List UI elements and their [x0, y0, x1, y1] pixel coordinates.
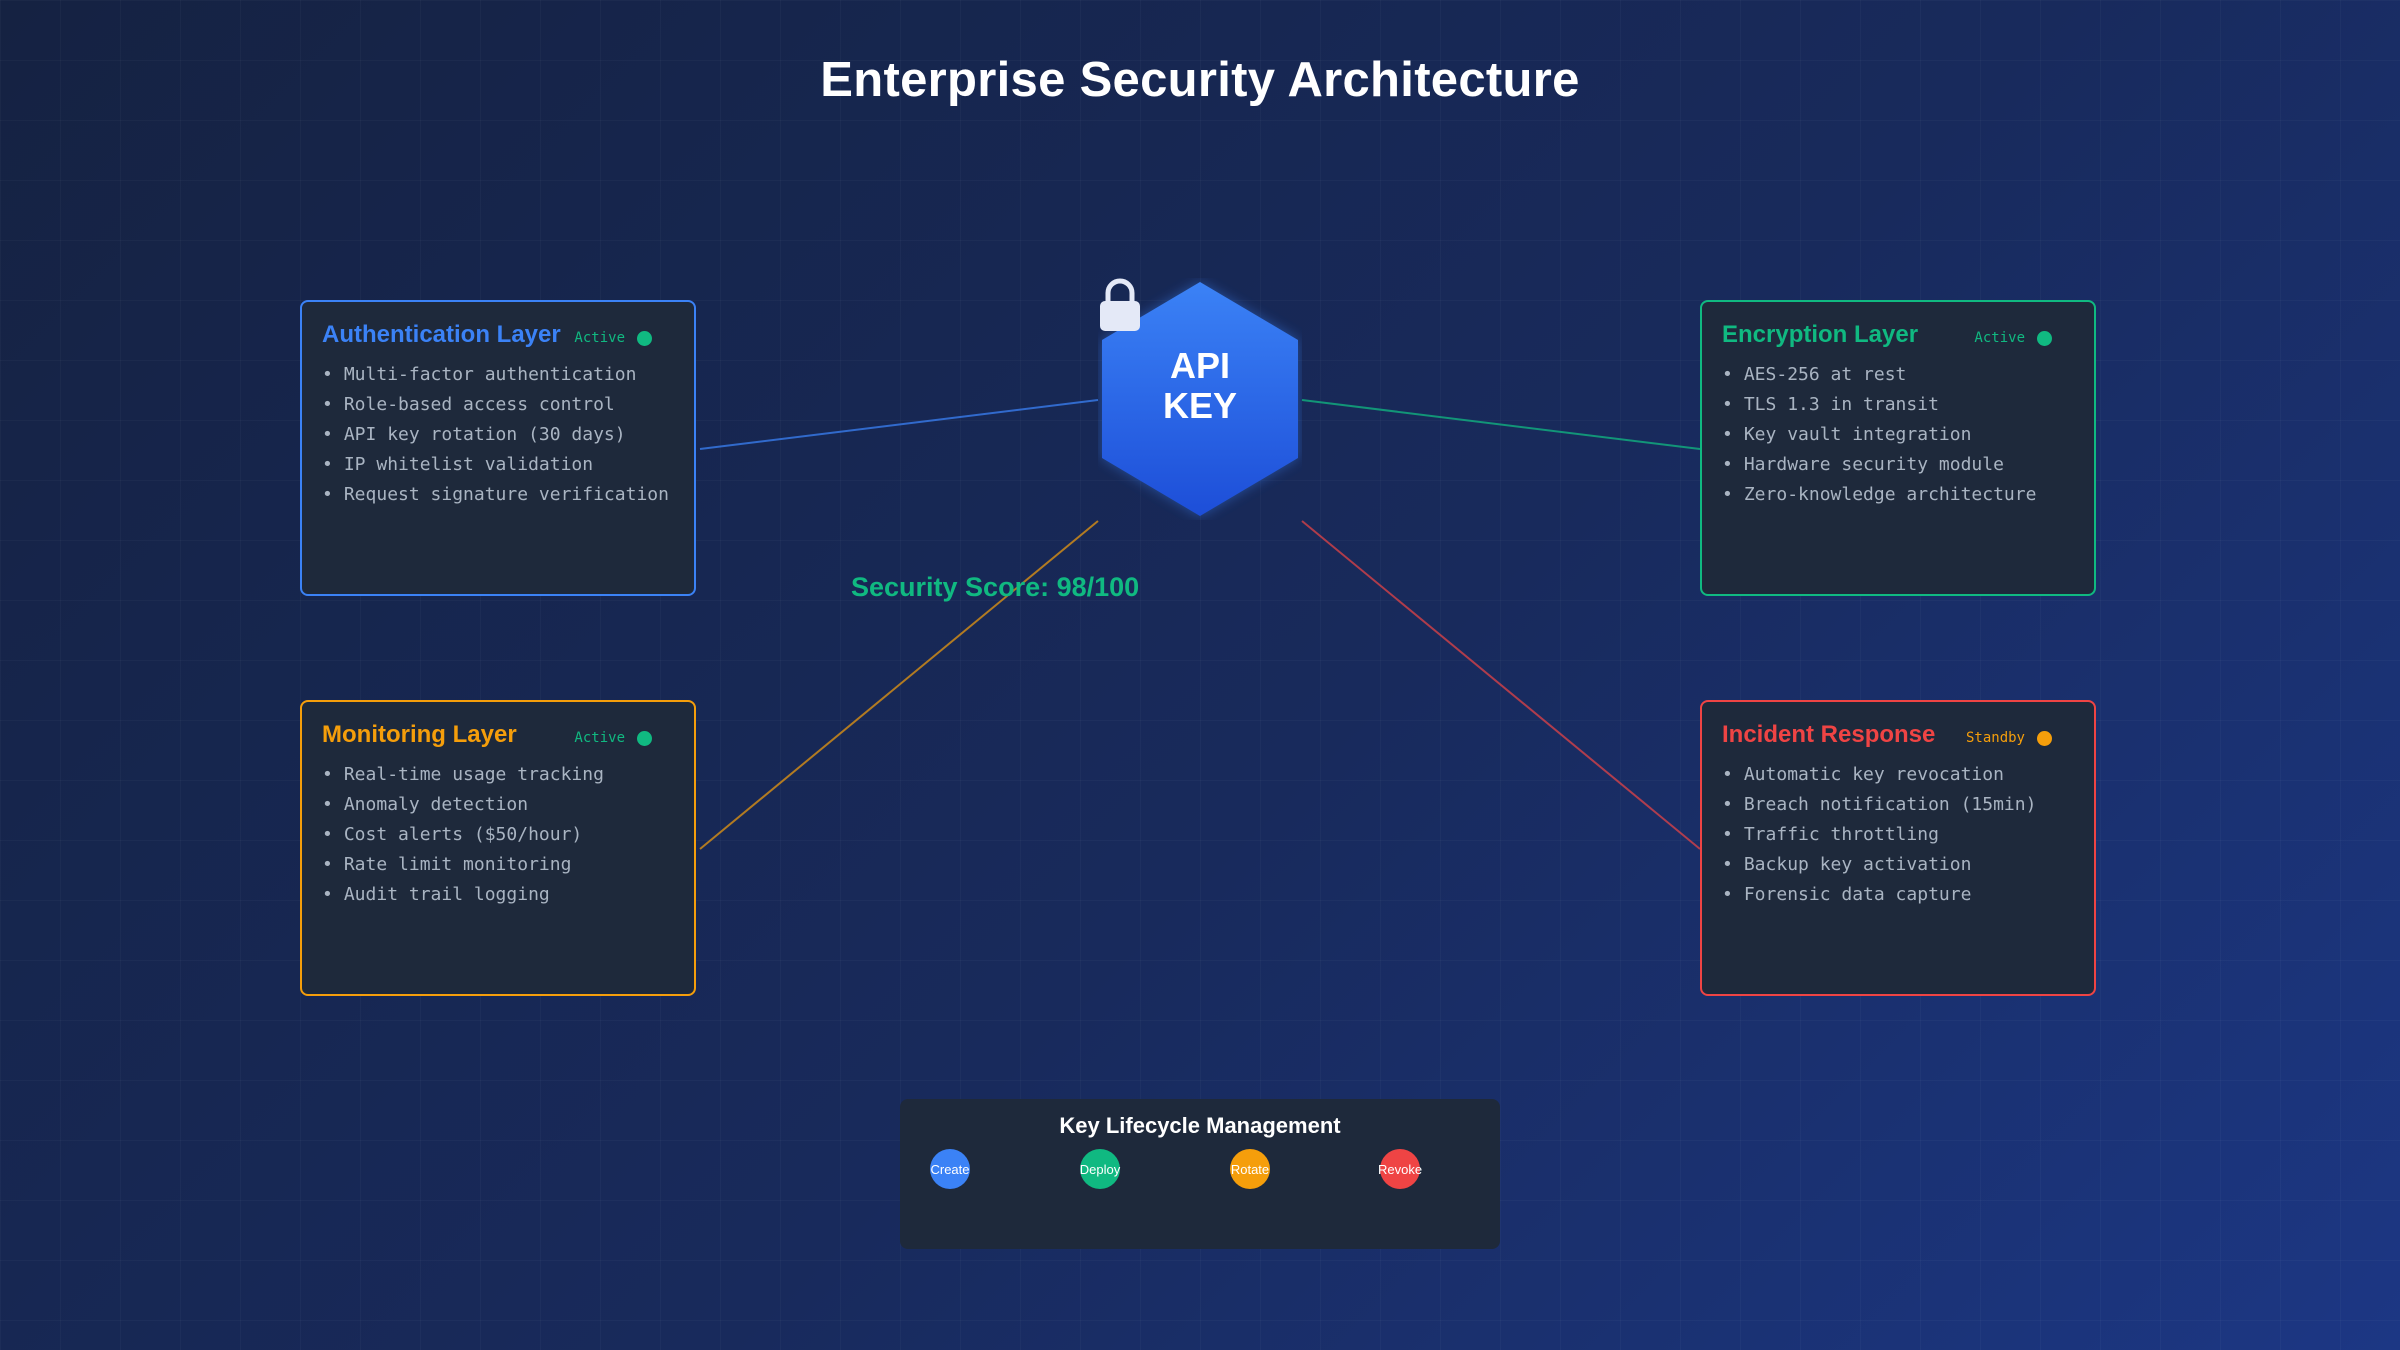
status-dot-icon	[637, 730, 652, 746]
list-item: Request signature verification	[322, 480, 674, 510]
list-item: IP whitelist validation	[322, 450, 674, 480]
lifecycle-title: Key Lifecycle Management	[1059, 1113, 1341, 1138]
list-item: Breach notification (15min)	[1722, 790, 2074, 820]
list-item: Backup key activation	[1722, 850, 2074, 880]
feature-list: AES-256 at rest TLS 1.3 in transit Key v…	[1722, 360, 2074, 510]
list-item: Cost alerts ($50/hour)	[322, 820, 674, 850]
list-item: Real-time usage tracking	[322, 760, 674, 790]
connector-authentication	[699, 399, 1099, 450]
status-label: Active	[1974, 330, 2025, 346]
list-item: Anomaly detection	[322, 790, 674, 820]
hexagon-shape	[1102, 282, 1298, 516]
lock-icon	[1100, 278, 1140, 331]
status-indicator: Active	[574, 730, 652, 746]
stage-label: Rotate	[1230, 1161, 1270, 1177]
list-item: Rate limit monitoring	[322, 850, 674, 880]
status-dot-icon	[637, 330, 652, 346]
feature-list: Automatic key revocation Breach notifica…	[1722, 760, 2074, 910]
feature-list: Multi-factor authentication Role-based a…	[322, 360, 674, 510]
stage-deploy: Deploy	[1080, 1149, 1120, 1189]
status-indicator: Active	[574, 330, 652, 346]
layer-title: Encryption Layer	[1722, 321, 1919, 348]
encryption-layer-card: Encryption Layer Active AES-256 at rest …	[1700, 300, 2096, 596]
connector-incident	[1301, 520, 1701, 850]
page-title: Enterprise Security Architecture	[820, 53, 1580, 107]
list-item: Key vault integration	[1722, 420, 2074, 450]
stage-create: Create	[930, 1149, 970, 1189]
authentication-layer-card: Authentication Layer Active Multi-factor…	[300, 300, 696, 596]
security-score: Security Score: 98/100	[851, 572, 1140, 602]
layer-title: Incident Response	[1722, 721, 1936, 748]
stage-rotate: Rotate	[1230, 1149, 1270, 1189]
layer-header: Monitoring Layer Active	[322, 720, 674, 756]
layer-header: Incident Response Standby	[1722, 720, 2074, 756]
monitoring-layer-card: Monitoring Layer Active Real-time usage …	[300, 700, 696, 996]
status-dot-icon	[2037, 330, 2052, 346]
incident-response-card: Incident Response Standby Automatic key …	[1700, 700, 2096, 996]
hub-label: API KEY	[1098, 346, 1302, 426]
list-item: API key rotation (30 days)	[322, 420, 674, 450]
hub-label-line-1: API	[1169, 345, 1230, 386]
status-label: Standby	[1965, 730, 2025, 746]
list-item: Audit trail logging	[322, 880, 674, 910]
key-lifecycle-panel: Key Lifecycle Management Create Deploy R…	[900, 1099, 1500, 1249]
status-label: Active	[574, 330, 625, 346]
stage-revoke: Revoke	[1377, 1149, 1423, 1189]
list-item: Hardware security module	[1722, 450, 2074, 480]
feature-list: Real-time usage tracking Anomaly detecti…	[322, 760, 674, 910]
list-item: AES-256 at rest	[1722, 360, 2074, 390]
layer-title: Monitoring Layer	[322, 721, 517, 748]
stage-label: Revoke	[1377, 1161, 1423, 1177]
layer-header: Authentication Layer Active	[322, 320, 674, 356]
list-item: Multi-factor authentication	[322, 360, 674, 390]
status-dot-icon	[2037, 730, 2052, 746]
status-indicator: Active	[1974, 330, 2052, 346]
status-indicator: Standby	[1966, 730, 2052, 746]
list-item: Forensic data capture	[1722, 880, 2074, 910]
list-item: Automatic key revocation	[1722, 760, 2074, 790]
status-label: Active	[574, 730, 625, 746]
api-key-hub: API KEY	[1098, 278, 1302, 520]
layer-title: Authentication Layer	[322, 321, 561, 348]
list-item: TLS 1.3 in transit	[1722, 390, 2074, 420]
stage-label: Create	[930, 1161, 970, 1177]
stage-label: Deploy	[1079, 1161, 1121, 1177]
list-item: Zero-knowledge architecture	[1722, 480, 2074, 510]
connector-monitoring	[699, 520, 1099, 850]
hub-label-line-2: KEY	[1162, 385, 1238, 426]
list-item: Role-based access control	[322, 390, 674, 420]
connector-encryption	[1301, 399, 1701, 450]
list-item: Traffic throttling	[1722, 820, 2074, 850]
layer-header: Encryption Layer Active	[1722, 320, 2074, 356]
